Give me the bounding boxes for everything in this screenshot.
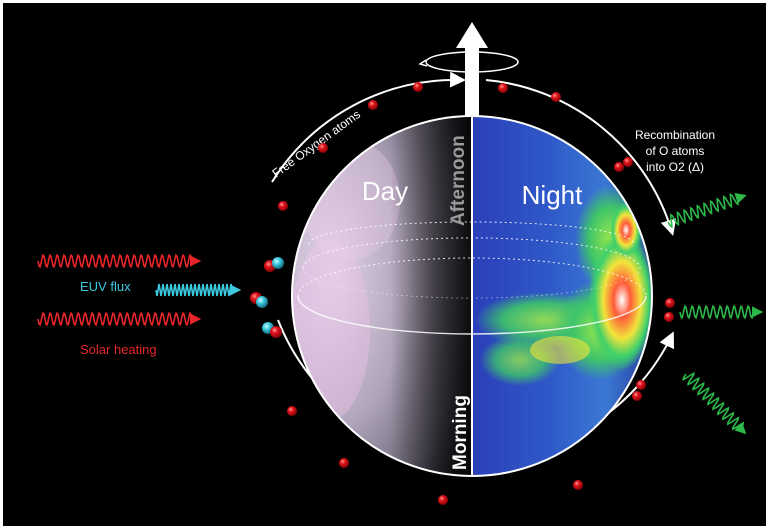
oxygen-atom-icon (614, 162, 624, 172)
o2-molecule-icon (250, 292, 268, 308)
emission-wave-bottom (682, 372, 747, 435)
oxygen-atom-icon (573, 480, 583, 490)
oxygen-atom-icon (287, 406, 297, 416)
afternoon-label: Afternoon (448, 135, 469, 226)
emission-wave-top (667, 193, 747, 229)
euv-flux-wave (155, 283, 242, 297)
latitude-lines (297, 221, 647, 335)
oxygen-atom-icon (318, 143, 328, 153)
o2-molecules (250, 257, 284, 338)
oxygen-atom-icon (664, 312, 674, 322)
oxygen-atom-icon (413, 82, 423, 92)
o2-molecule-icon (262, 322, 282, 338)
oxygen-atom-icon (636, 380, 646, 390)
oxygen-atom-icon (665, 298, 675, 308)
night-label: Night (522, 180, 583, 210)
oxygen-atom-icon (551, 92, 561, 102)
oxygen-atom-icon (438, 495, 448, 505)
oxygen-atom-icon (498, 83, 508, 93)
recombination-label: Recombination of O atoms into O2 (Δ) (635, 128, 715, 174)
recombination-line-2: of O atoms (646, 144, 705, 158)
o2-molecule-icon (264, 257, 284, 272)
oxygen-atoms (278, 82, 675, 505)
solar-heating-label: Solar heating (80, 342, 157, 357)
oxygen-atom-icon (339, 458, 349, 468)
oxygen-atom-icon (632, 391, 642, 401)
solar-heating-wave-top (37, 253, 202, 269)
recombination-line-1: Recombination (635, 128, 715, 142)
solar-heating-wave-bottom (37, 311, 202, 327)
oxygen-atom-icon (623, 157, 633, 167)
oxygen-atom-icon (368, 100, 378, 110)
day-label: Day (362, 176, 408, 206)
rotation-axis-arrow-icon (418, 22, 519, 116)
recombination-line-3: into O2 (Δ) (646, 160, 704, 174)
euv-flux-label: EUV flux (80, 279, 131, 294)
oxygen-atom-icon (278, 201, 288, 211)
morning-label: Morning (450, 395, 471, 470)
emission-wave-middle (679, 304, 764, 320)
